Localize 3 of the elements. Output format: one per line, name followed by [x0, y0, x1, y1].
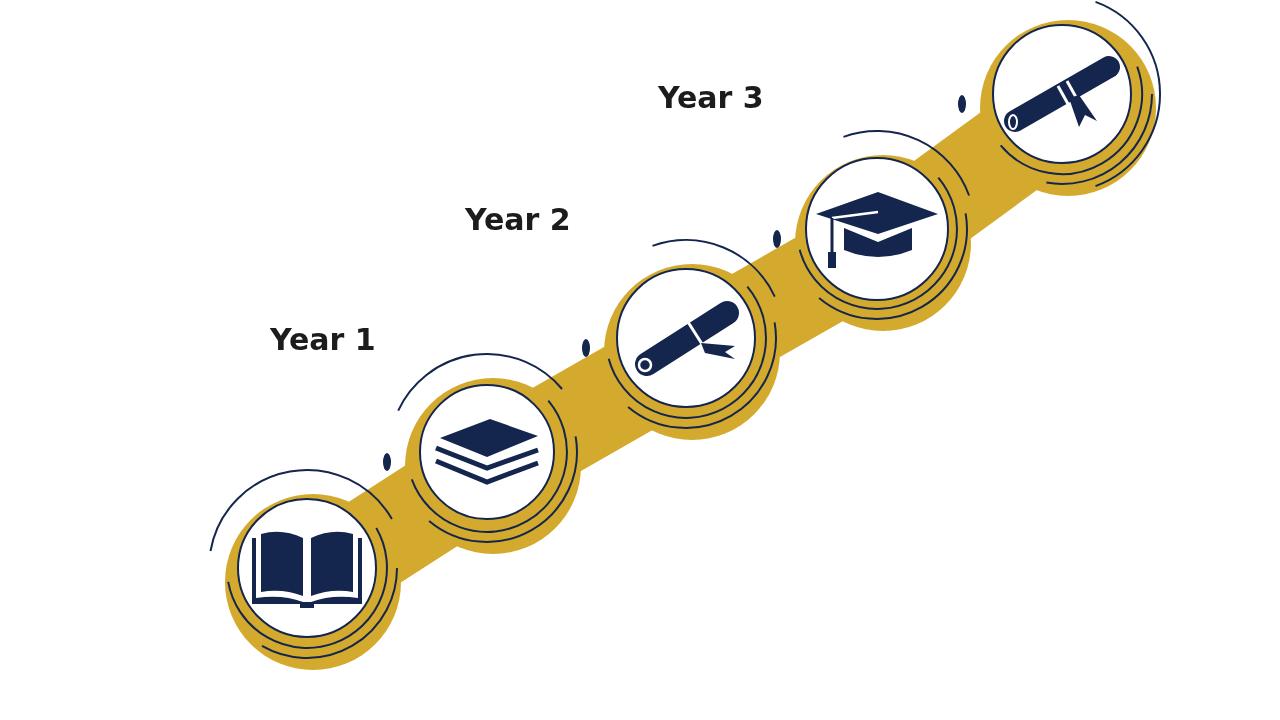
- step-label: Year 3: [658, 80, 764, 116]
- step-label: Year 2: [465, 202, 571, 238]
- step-label: Year 1: [270, 322, 376, 358]
